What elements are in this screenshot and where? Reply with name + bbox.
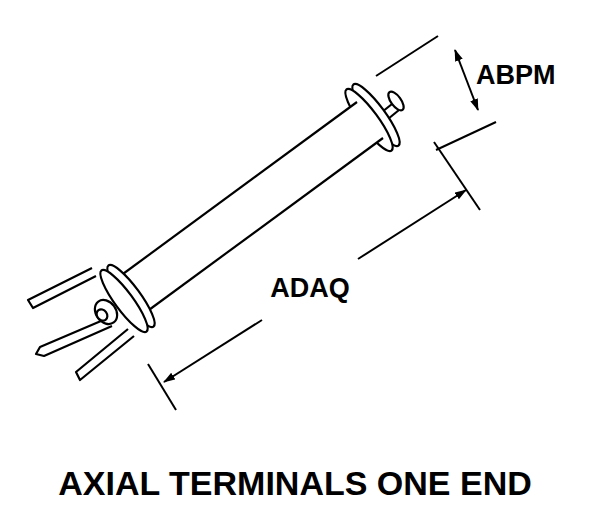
dimension-label: ABPM (474, 62, 558, 89)
caption: AXIAL TERMINALS ONE END (56, 466, 534, 500)
dimension-label: ADAQ (268, 275, 352, 302)
